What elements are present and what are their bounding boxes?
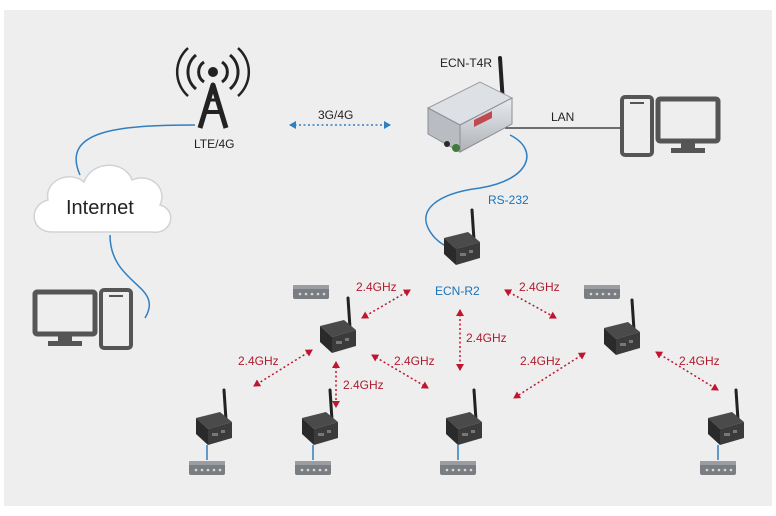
internet-pc-cable <box>109 234 151 319</box>
background-panel <box>4 10 772 506</box>
receiver-name-label: ECN-R2 <box>435 284 480 298</box>
cell-tower-icon <box>175 47 251 129</box>
router-icon <box>426 56 514 153</box>
wireless-link-label: 2.4GHz <box>238 354 279 368</box>
tower-cable <box>75 124 196 176</box>
wireless-link-label: 2.4GHz <box>343 378 384 392</box>
wireless-link-arrow <box>504 289 557 319</box>
sensor-box-icon <box>293 285 329 299</box>
lan-label: LAN <box>551 110 575 124</box>
sensor-box-icon <box>295 461 331 475</box>
computer-icon <box>620 95 721 157</box>
wireless-link-label: 2.4GHz <box>466 331 507 345</box>
internet-label: Internet <box>66 197 134 219</box>
sensor-box-icon <box>440 461 476 475</box>
lte-label: LTE/4G <box>194 137 235 151</box>
cellular-link-label: 3G/4G <box>318 108 354 122</box>
wireless-link-arrow <box>371 354 429 389</box>
computer-icon <box>32 288 133 350</box>
wireless-link-label: 2.4GHz <box>356 280 397 294</box>
cloud-icon <box>33 164 172 233</box>
wireless-link-label: 2.4GHz <box>519 280 560 294</box>
wireless-link-arrow <box>513 352 586 399</box>
sensor-box-icon <box>700 461 736 475</box>
wireless-link-label: 2.4GHz <box>394 354 435 368</box>
wireless-link-label: 2.4GHz <box>679 354 720 368</box>
gateway-name-label: ECN-T4R <box>440 56 493 70</box>
wireless-link-label: 2.4GHz <box>520 354 561 368</box>
sensor-box-icon <box>189 461 225 475</box>
wireless-link-arrow <box>655 351 719 391</box>
sensor-box-icon <box>584 285 620 299</box>
serial-label: RS-232 <box>488 193 529 207</box>
wireless-link-arrow <box>361 289 411 319</box>
